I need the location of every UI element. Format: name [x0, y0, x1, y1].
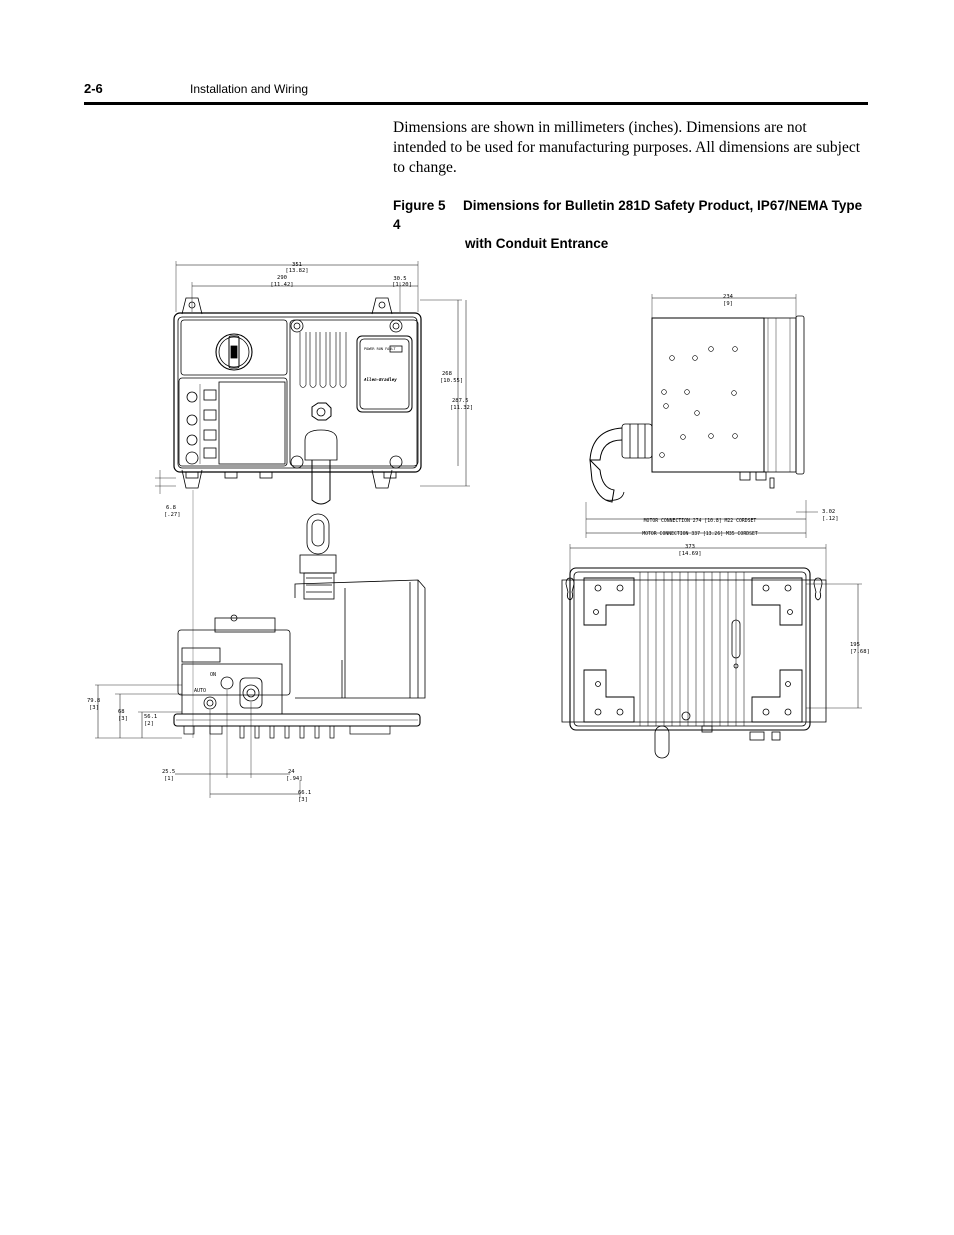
- dim-bottom-h3-in: [2]: [144, 721, 154, 727]
- figure-caption-line2: with Conduit Entrance: [465, 236, 609, 251]
- dim-front-height-1: 268: [442, 371, 452, 377]
- bottom-view: ON AUTO 79.8 [3]: [87, 513, 426, 803]
- switch-label-auto: AUTO: [194, 688, 206, 694]
- dim-rear-height-in: [7.68]: [850, 649, 870, 655]
- dim-side-offset: 3.02: [822, 509, 835, 515]
- dim-bottom-w2: 24: [288, 769, 295, 775]
- dim-bottom-h3: 56.1: [144, 714, 157, 720]
- motor-connection-label-2: MOTOR CONNECTION 337 [13.26] M35 CORDSET: [642, 531, 758, 537]
- figure-caption-line1: Dimensions for Bulletin 281D Safety Prod…: [393, 198, 863, 232]
- intro-paragraph: Dimensions are shown in millimeters (inc…: [393, 119, 861, 176]
- dim-front-bottom-offset: 6.8: [166, 505, 176, 511]
- side-view: 234 [9]: [585, 294, 839, 538]
- motor-connection-label-1: MOTOR CONNECTION 274 [10.8] M22 CORDSET: [644, 518, 757, 524]
- dim-bottom-w3: 66.1: [298, 790, 311, 796]
- dim-front-bottom-offset-in: [.27]: [164, 512, 181, 518]
- dim-front-height-2: 287.5: [452, 398, 469, 404]
- dim-front-mount-width: 290: [277, 275, 287, 281]
- brand-label: Allen-Bradley: [363, 377, 397, 382]
- dim-front-overall-width: 351: [292, 262, 302, 268]
- status-labels: POWER RUN FAULT: [364, 347, 397, 351]
- dim-side-width: 234: [723, 294, 734, 300]
- dim-bottom-w3-in: [3]: [298, 797, 308, 803]
- switch-label-on: ON: [210, 672, 216, 678]
- dim-front-right-offset: 30.5: [393, 276, 406, 282]
- dim-bottom-w1: 25.5: [162, 769, 175, 775]
- dim-bottom-h1: 79.8: [87, 698, 100, 704]
- dim-bottom-w1-in: [1]: [164, 776, 174, 782]
- dim-bottom-h2: 68: [118, 709, 125, 715]
- rear-view: 373 [14.69]: [561, 544, 870, 759]
- front-view: 351 [13.82] 290 [11.42] 30.5 [1.20] 268 …: [155, 261, 473, 738]
- dim-rear-height: 195: [850, 642, 860, 648]
- header-rule: [84, 102, 868, 105]
- page-number: 2-6: [84, 81, 103, 96]
- dim-side-width-in: [9]: [723, 301, 733, 307]
- dim-front-overall-width-in: [13.82]: [285, 268, 308, 274]
- section-title: Installation and Wiring: [190, 82, 309, 96]
- figure-number: Figure 5: [393, 198, 446, 213]
- dim-front-height-2-in: [11.32]: [450, 405, 473, 411]
- dim-rear-width-in: [14.69]: [678, 551, 701, 557]
- dim-front-mount-width-in: [11.42]: [270, 282, 293, 288]
- dim-side-offset-in: [.12]: [822, 516, 839, 522]
- dim-front-right-offset-in: [1.20]: [392, 282, 412, 288]
- dim-bottom-h1-in: [3]: [89, 705, 99, 711]
- dim-front-height-1-in: [10.55]: [440, 378, 463, 384]
- dim-rear-width: 373: [685, 544, 695, 550]
- dim-bottom-h2-in: [3]: [118, 716, 128, 722]
- dim-bottom-w2-in: [.94]: [286, 776, 303, 782]
